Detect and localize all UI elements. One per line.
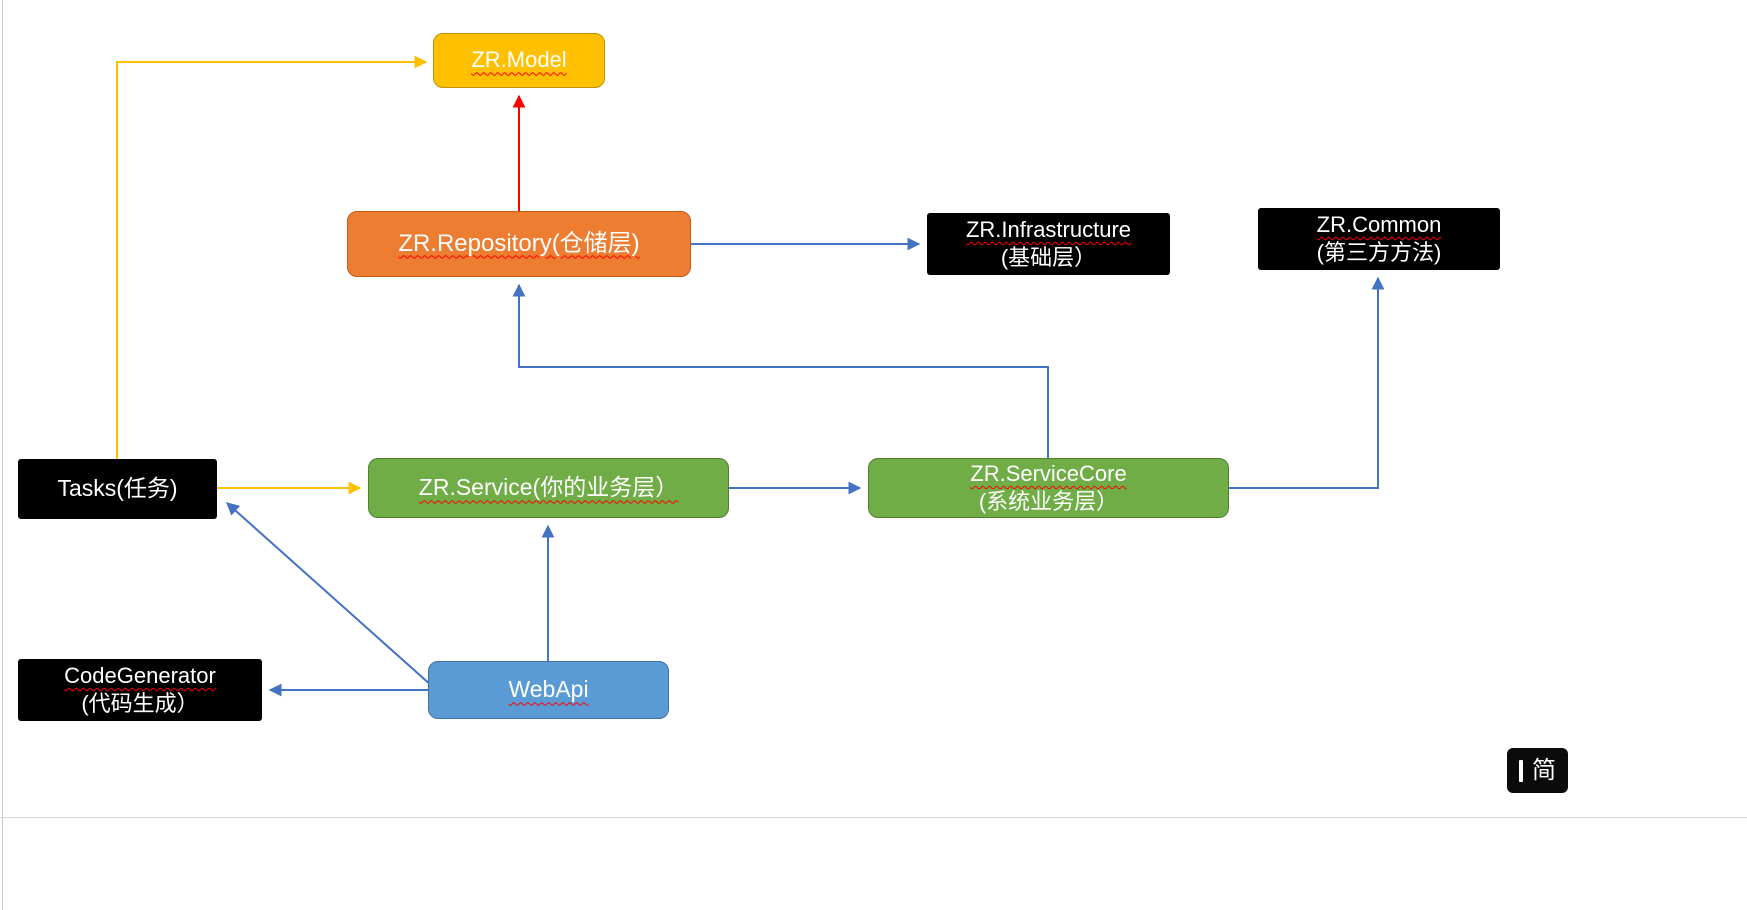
edge-servicecore-to-common	[1229, 276, 1385, 489]
node-zr-service: ZR.Service(你的业务层）	[368, 458, 729, 518]
edge-webapi-to-tasks	[226, 502, 433, 687]
node-zr-common-line2: (第三方方法)	[1316, 240, 1442, 265]
bottom-window-border	[0, 817, 1747, 818]
node-webapi-label: WebApi	[508, 676, 589, 703]
node-zr-model-label: ZR.Model	[471, 47, 567, 73]
node-zr-servicecore-line2: (系统业务层）	[978, 489, 1119, 514]
edge-tasks-to-model	[116, 55, 428, 459]
text-cursor-icon	[1519, 759, 1523, 782]
node-webapi: WebApi	[428, 661, 669, 719]
node-zr-infrastructure-line1: ZR.Infrastructure	[965, 216, 1132, 242]
node-zr-common-line1: ZR.Common	[1316, 211, 1442, 237]
node-zr-repository-label: ZR.Repository(仓储层)	[398, 229, 640, 257]
ime-indicator[interactable]: 简	[1507, 748, 1568, 793]
left-window-border	[2, 0, 3, 910]
node-zr-common: ZR.Common (第三方方法)	[1258, 208, 1500, 270]
node-zr-model: ZR.Model	[433, 33, 605, 88]
node-tasks-label: Tasks(任务)	[57, 475, 178, 502]
node-zr-repository: ZR.Repository(仓储层)	[347, 211, 691, 277]
node-zr-service-label: ZR.Service(你的业务层）	[418, 474, 679, 501]
node-zr-servicecore: ZR.ServiceCore (系统业务层）	[868, 458, 1229, 518]
node-codegenerator: CodeGenerator (代码生成）	[18, 659, 262, 721]
node-zr-infrastructure-line2: (基础层）	[1000, 245, 1097, 270]
ime-mode-label: 简	[1532, 756, 1556, 784]
edge-servicecore-to-repository	[512, 283, 1049, 458]
node-codegenerator-line2: (代码生成）	[81, 691, 199, 716]
node-zr-servicecore-line1: ZR.ServiceCore	[970, 460, 1127, 486]
node-codegenerator-line1: CodeGenerator	[64, 662, 216, 688]
node-zr-infrastructure: ZR.Infrastructure (基础层）	[927, 213, 1170, 275]
node-tasks: Tasks(任务)	[18, 459, 217, 519]
